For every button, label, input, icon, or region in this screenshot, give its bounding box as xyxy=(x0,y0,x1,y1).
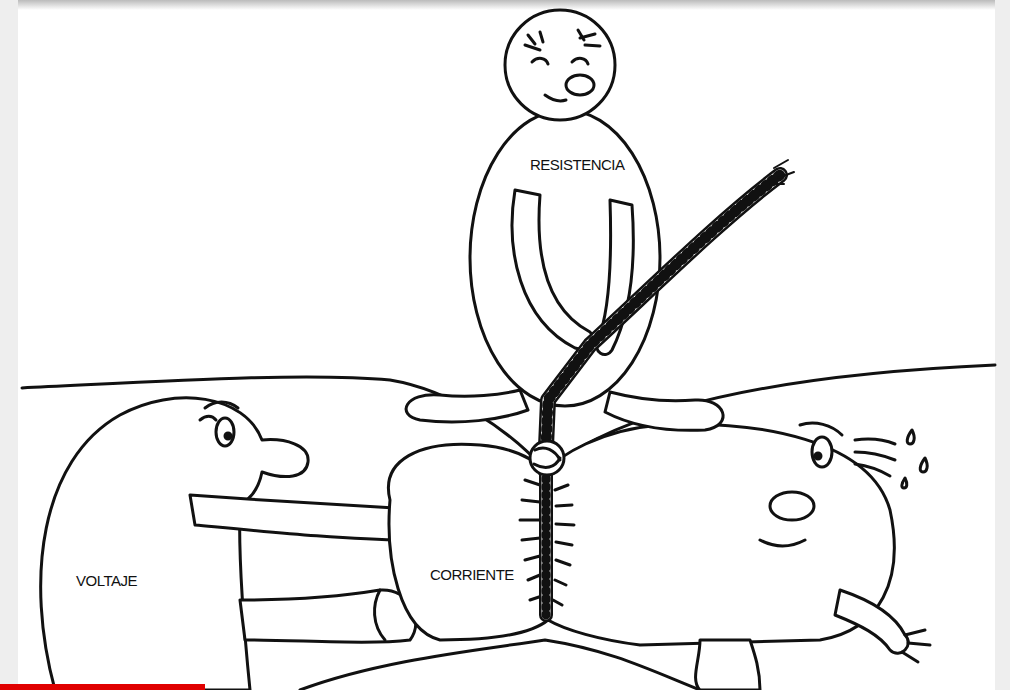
voltage-character xyxy=(41,398,420,690)
character-label: VOLTAJE xyxy=(76,572,137,590)
character-label: RESISTENCIA xyxy=(530,156,625,174)
left-border xyxy=(0,0,18,690)
character-label: CORRIENTE xyxy=(430,566,514,584)
progress-bar xyxy=(0,684,205,690)
ground-line xyxy=(300,640,700,690)
right-border xyxy=(995,0,1010,690)
current-character xyxy=(388,423,930,690)
rope xyxy=(530,160,794,615)
top-shadow xyxy=(0,0,1010,10)
